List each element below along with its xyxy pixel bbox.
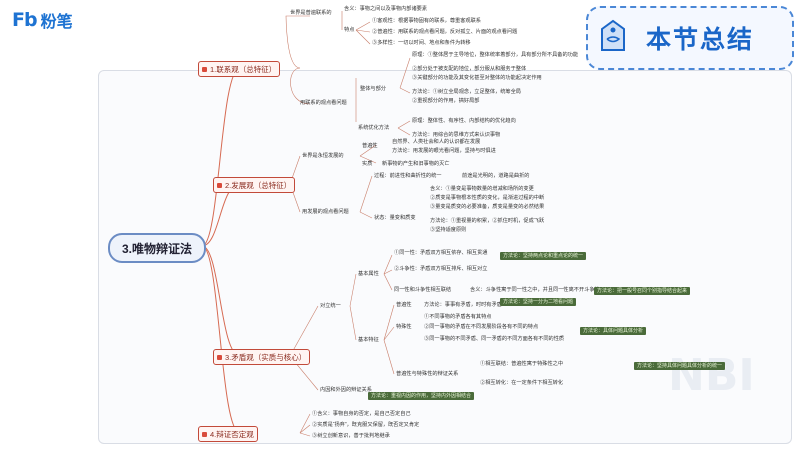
node-quantity-method-1: 方法论：①重视量的积累，②抓住时机，促成飞跃 <box>430 218 545 224</box>
mind-map-canvas <box>98 70 792 444</box>
method-note-two-points: 方法论：坚持两点论和重点论的统一 <box>500 252 587 260</box>
node-particularity-3: ③同一事物的不同矛盾、同一矛盾的不同方面各有不同的性质 <box>424 336 565 342</box>
node-whole-part-principle: 原理：①整体居于主导地位，整体统率着部分，具有部分所不具备的功能 <box>412 52 579 58</box>
category-fou-ding: 4.辩证否定观 <box>198 426 258 442</box>
method-note-internal-cause: 方法论：重视内因的作用，坚持内外因相结合 <box>368 392 475 400</box>
node-system-method: 方法论：用综合的思维方式来认识事物 <box>412 132 501 138</box>
method-note-general-specific: 方法论：把一般号召同个别指导结合起来 <box>594 287 691 295</box>
brand-logo: Fb 粉笔 <box>12 8 73 32</box>
node-system-optimization: 系统优化方法 <box>358 125 390 131</box>
node-negation-essence: ②实质是“扬弃”，既克服又保留，既否定又肯定 <box>312 422 420 428</box>
node-development-view: 用发展的观点看问题 <box>302 209 349 215</box>
node-quantity-meaning-3: ③量变是质变的必要准备，质变是量变的必然结果 <box>430 204 545 210</box>
node-particularity-1: ①不同事物的矛盾各有其特点 <box>424 314 492 320</box>
node-internal-external-causes: 内因和外因的辩证关系 <box>320 387 372 393</box>
node-universal-connection: 世界是普遍联系的 <box>290 10 332 16</box>
price-tag-icon <box>601 19 625 51</box>
section-summary-badge: 本节总结 <box>586 6 794 70</box>
node-objectivity: ①客观性：根据事物固有的联系，尊重客观联系 <box>372 18 481 24</box>
method-note-unity-concrete: 方法论：坚持具体问题具体分析的统一 <box>634 362 726 370</box>
node-development-essence: 实质 <box>362 161 373 167</box>
node-quantity-meaning-2: ②质变是事物根本性质的变化，是渐进过程的中断 <box>430 195 545 201</box>
node-basic-attributes: 基本属性 <box>358 271 379 277</box>
node-development-process: 过程：前进性和曲折性的统一 <box>374 173 442 179</box>
node-development-method: 方法论：用发展的眼光看问题，坚持与时俱进 <box>392 148 496 154</box>
node-contradiction-universality: 普遍性 <box>396 302 412 308</box>
node-basic-features: 基本特征 <box>358 337 379 343</box>
node-new-replaces-old: 新事物的产生和旧事物的灭亡 <box>382 161 450 167</box>
node-quantity-quality: 状态：量变和质变 <box>374 215 416 221</box>
node-universality-method: 方法论：事事有矛盾，时时有矛盾 <box>424 302 502 308</box>
node-universality: ②普遍性：用联系的观点看问题，反对孤立、片面的观点看问题 <box>372 29 518 35</box>
watermark: NBI <box>668 350 755 401</box>
node-whole-part-method-2: ②重视部分的作用，搞好局部 <box>412 98 480 104</box>
node-identity-struggle-meaning: 含义：斗争性寓于同一性之中，并且同一性离不开斗争性 <box>470 287 600 293</box>
node-particularity-2: ②同一事物的矛盾在不同发展阶段各有不同的特点 <box>424 324 539 330</box>
node-quantity-meaning-1: 含义：①量变是事物数量的增减和场所的变更 <box>430 186 534 192</box>
method-note-one-into-two: 方法论：坚持一分为二地看问题 <box>500 298 577 306</box>
brand-name: 粉笔 <box>40 14 73 31</box>
node-system-principle: 原理：整体性、有序性、内部结构的优化趋向 <box>412 118 516 124</box>
method-note-concrete-analysis: 方法论：具体问题具体分析 <box>580 327 647 335</box>
node-whole-and-part: 整体与部分 <box>360 86 386 92</box>
node-mutual-connection: ①相互联结：普遍性寓于特殊性之中 <box>480 361 564 367</box>
node-negation-meaning: ①含义：事物自身的否定，是自己否定自己 <box>312 411 411 417</box>
root-node: 3.唯物辩证法 <box>108 233 206 263</box>
node-negation-innovation: ③树立创新意识，善于批判地继承 <box>312 433 390 439</box>
node-development-universality: 普遍性 <box>362 143 378 149</box>
node-connection-method: 用联系的观点看问题 <box>300 100 347 106</box>
node-quantity-method-2: ③坚持适度原则 <box>430 227 467 233</box>
section-summary-title: 本节总结 <box>646 26 755 54</box>
category-lian-xi: 1.联系观（总特征） <box>198 61 281 77</box>
node-diversity: ③多样性：一切以时间、地点和条件为转移 <box>372 40 471 46</box>
category-fa-zhan: 2.发展观（总特征） <box>213 177 296 193</box>
node-particularity: 特殊性 <box>396 324 412 330</box>
node-bright-future: 前途是光明的，道路是曲折的 <box>462 173 530 179</box>
node-connection-meaning: 含义：事物之间以及事物内部诸要素 <box>344 6 428 12</box>
node-development-scope: 自然界、人类社会和人的认识都在发展 <box>392 139 481 145</box>
node-whole-part-method: 方法论：①树立全局观念，立足整体，统筹全局 <box>412 89 521 95</box>
brand-logo-mark: Fb <box>12 9 38 31</box>
node-identity: ①同一性：矛盾双方相互依存、相互贯通 <box>394 250 488 256</box>
node-struggle: ②斗争性：矛盾双方相互排斥、相互对立 <box>394 266 488 272</box>
category-mao-dun: 3.矛盾观（实质与核心） <box>213 349 311 365</box>
node-whole-part-principle-2: ②部分处于被支配的地位，部分服从和服务于整体 <box>412 66 527 72</box>
node-identity-and-struggle: 同一性和斗争性相互联结 <box>394 287 452 293</box>
node-mutual-transformation: ②相互转化：在一定条件下相互转化 <box>480 380 564 386</box>
node-whole-part-principle-3: ③关键部分的功能及其变化甚至对整体的功能起决定作用 <box>412 75 542 81</box>
node-unity-of-opposites: 对立统一 <box>320 303 341 309</box>
node-eternal-development: 世界是永恒发展的 <box>302 153 344 159</box>
node-connection-features: 特点 <box>344 27 355 33</box>
node-universal-particular-relation: 普遍性与特殊性的辩证关系 <box>396 371 459 377</box>
